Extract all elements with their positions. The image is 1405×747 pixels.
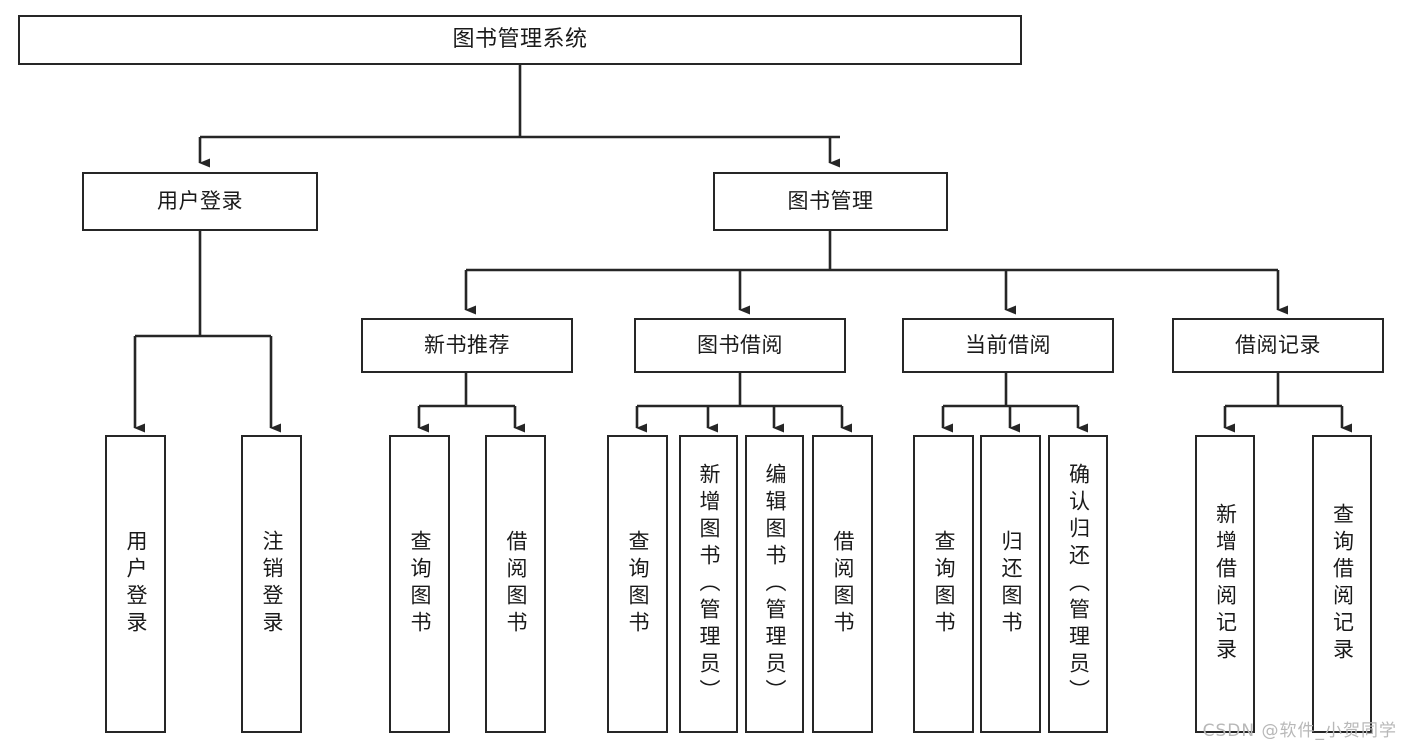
node-label: 用户登录 bbox=[124, 530, 148, 638]
node-label: 借阅记录 bbox=[1235, 333, 1321, 358]
node-book-manage[interactable]: 图书管理 bbox=[713, 172, 948, 231]
node-borrow-record[interactable]: 借阅记录 bbox=[1172, 318, 1384, 373]
node-label: 当前借阅 bbox=[965, 333, 1051, 358]
node-label: 图书借阅 bbox=[697, 333, 783, 358]
node-label: 图书管理系统 bbox=[452, 27, 588, 53]
node-label: 查询图书 bbox=[932, 530, 956, 638]
leaf-add-book[interactable]: 新增图书（管理员） bbox=[679, 435, 738, 733]
node-label: 用户登录 bbox=[157, 189, 243, 214]
node-book-management-system[interactable]: 图书管理系统 bbox=[18, 15, 1022, 65]
leaf-borrow-book-2[interactable]: 借阅图书 bbox=[812, 435, 873, 733]
node-label: 新增借阅记录 bbox=[1213, 503, 1238, 665]
leaf-add-record[interactable]: 新增借阅记录 bbox=[1195, 435, 1255, 733]
node-label: 图书管理 bbox=[787, 189, 874, 214]
leaf-query-book-1[interactable]: 查询图书 bbox=[389, 435, 450, 733]
node-label: 确认归还（管理员） bbox=[1066, 462, 1091, 706]
node-user-login[interactable]: 用户登录 bbox=[82, 172, 318, 231]
node-new-book-recommend[interactable]: 新书推荐 bbox=[361, 318, 573, 373]
node-current-borrow[interactable]: 当前借阅 bbox=[902, 318, 1114, 373]
node-label: 借阅图书 bbox=[831, 530, 855, 638]
leaf-return-book[interactable]: 归还图书 bbox=[980, 435, 1041, 733]
leaf-edit-book[interactable]: 编辑图书（管理员） bbox=[745, 435, 804, 733]
leaf-user-login[interactable]: 用户登录 bbox=[105, 435, 166, 733]
node-label: 归还图书 bbox=[999, 530, 1023, 638]
node-book-borrow[interactable]: 图书借阅 bbox=[634, 318, 846, 373]
leaf-query-book-3[interactable]: 查询图书 bbox=[913, 435, 974, 733]
node-label: 注销登录 bbox=[260, 530, 284, 638]
node-label: 查询图书 bbox=[408, 530, 432, 638]
watermark: CSDN @软件_小贺同学 bbox=[1202, 721, 1397, 741]
node-label: 新增图书（管理员） bbox=[697, 462, 721, 706]
leaf-query-book-2[interactable]: 查询图书 bbox=[607, 435, 668, 733]
node-label: 编辑图书（管理员） bbox=[763, 462, 787, 706]
node-label: 查询借阅记录 bbox=[1330, 503, 1355, 665]
node-label: 借阅图书 bbox=[504, 530, 528, 638]
node-label: 查询图书 bbox=[626, 530, 650, 638]
leaf-confirm-return[interactable]: 确认归还（管理员） bbox=[1048, 435, 1108, 733]
node-label: 新书推荐 bbox=[424, 333, 510, 358]
leaf-borrow-book-1[interactable]: 借阅图书 bbox=[485, 435, 546, 733]
leaf-user-logout[interactable]: 注销登录 bbox=[241, 435, 302, 733]
leaf-query-record[interactable]: 查询借阅记录 bbox=[1312, 435, 1372, 733]
